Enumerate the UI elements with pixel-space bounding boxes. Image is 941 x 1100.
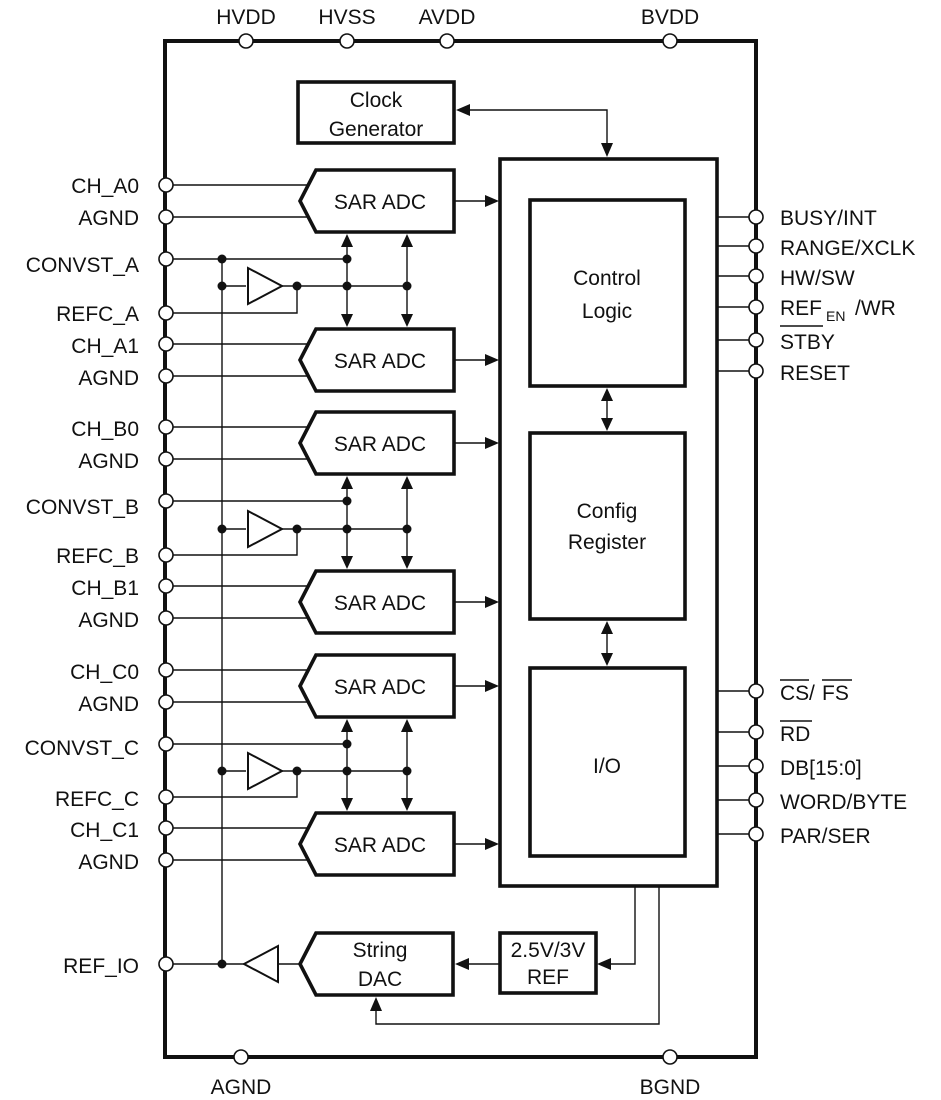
label-ref-en-wr: REF EN /WR: [780, 297, 896, 324]
label-db: DB[15:0]: [780, 757, 862, 780]
label-agnd-a0: AGND: [78, 207, 139, 230]
control-logic-line1: Control: [573, 267, 641, 290]
string-dac-line2: DAC: [358, 968, 402, 991]
label-ch-c0: CH_C0: [70, 661, 139, 684]
config-register-line1: Config: [577, 500, 638, 523]
right-pin-labels: BUSY/INT RANGE/XCLK HW/SW REF EN /WR STB…: [780, 207, 915, 848]
label-bgnd: BGND: [640, 1076, 701, 1099]
label-agnd-b1: AGND: [78, 609, 139, 632]
label-refc-a: REFC_A: [56, 303, 139, 326]
label-par-ser: PAR/SER: [780, 825, 871, 848]
left-pin-circles: [158, 177, 174, 972]
config-register-line2: Register: [568, 531, 646, 554]
config-register-block: Config Register: [528, 431, 687, 621]
label-hvss: HVSS: [318, 6, 375, 29]
clock-generator-line2: Generator: [329, 118, 424, 141]
label-agnd-a1: AGND: [78, 367, 139, 390]
pin-bgnd: [662, 1049, 678, 1065]
clock-link: [456, 104, 613, 157]
sar-adc-b1-label: SAR ADC: [334, 592, 426, 615]
control-logic-block: Control Logic: [528, 198, 687, 388]
buffer-b: [247, 509, 285, 549]
label-ch-c1: CH_C1: [70, 819, 139, 842]
pin-bvdd: [662, 33, 678, 49]
label-stby: STBY: [780, 331, 835, 354]
io-label: I/O: [593, 755, 621, 778]
svg-text:EN: EN: [826, 308, 845, 324]
right-pin-wires: [717, 216, 749, 835]
ref-block: 2.5V/3V REF: [498, 931, 598, 995]
svg-text:/WR: /WR: [855, 297, 896, 320]
buffer-c: [247, 751, 285, 791]
buffer-a: [247, 266, 285, 306]
junction-dots: [217, 254, 412, 969]
svg-text:FS: FS: [822, 682, 849, 705]
label-refc-b: REFC_B: [56, 545, 139, 568]
label-hvdd: HVDD: [216, 6, 276, 29]
label-ch-b0: CH_B0: [71, 418, 139, 441]
adc-pair-links: [341, 234, 413, 811]
sar-adc-c1-label: SAR ADC: [334, 834, 426, 857]
sar-adc-a1: SAR ADC: [297, 327, 456, 393]
internal-links: [601, 388, 613, 666]
clock-generator-line1: Clock: [350, 89, 403, 112]
pin-hvss: [339, 33, 355, 49]
svg-text:REF: REF: [780, 297, 822, 320]
label-bvdd: BVDD: [641, 6, 699, 29]
sar-adc-c0: SAR ADC: [297, 653, 456, 719]
pin-avdd: [439, 33, 455, 49]
adc-output-arrows: [454, 195, 499, 850]
sar-adc-a0: SAR ADC: [297, 168, 456, 234]
bottom-pins: AGND BGND: [211, 1049, 701, 1099]
label-busy-int: BUSY/INT: [780, 207, 877, 230]
label-avdd: AVDD: [419, 6, 476, 29]
sar-adc-b1: SAR ADC: [297, 569, 456, 635]
label-refc-c: REFC_C: [55, 788, 139, 811]
label-ch-a1: CH_A1: [71, 335, 139, 358]
label-ch-a0: CH_A0: [71, 175, 139, 198]
sar-adc-b0-label: SAR ADC: [334, 433, 426, 456]
label-reset: RESET: [780, 362, 850, 385]
label-convst-c: CONVST_C: [25, 737, 139, 760]
ref-line1: 2.5V/3V: [511, 939, 586, 962]
label-convst-a: CONVST_A: [26, 254, 139, 277]
label-rd: RD: [780, 720, 812, 746]
ref-buffers: [241, 266, 285, 984]
label-ch-b1: CH_B1: [71, 577, 139, 600]
sar-adc-c1: SAR ADC: [297, 811, 456, 877]
control-logic-line2: Logic: [582, 300, 632, 323]
label-hw-sw: HW/SW: [780, 267, 855, 290]
top-pins: HVDD HVSS AVDD BVDD: [216, 6, 699, 49]
pin-hvdd: [238, 33, 254, 49]
label-cs-fs: CS / FS: [780, 679, 852, 705]
label-word-byte: WORD/BYTE: [780, 791, 907, 814]
sar-adc-a1-label: SAR ADC: [334, 350, 426, 373]
sar-adc-b0: SAR ADC: [297, 410, 456, 476]
label-agnd-c0: AGND: [78, 693, 139, 716]
label-convst-b: CONVST_B: [26, 496, 139, 519]
ref-line2: REF: [527, 966, 569, 989]
label-range-xclk: RANGE/XCLK: [780, 237, 915, 260]
ref-dac-links: [370, 886, 660, 1025]
buffer-ref: [241, 944, 279, 984]
svg-text:CS: CS: [780, 682, 809, 705]
svg-text:RD: RD: [780, 723, 810, 746]
svg-text:/: /: [809, 682, 815, 705]
label-agnd-b0: AGND: [78, 450, 139, 473]
string-dac-block: String DAC: [297, 931, 455, 997]
string-dac-line1: String: [353, 939, 408, 962]
left-pin-labels: CH_A0 AGND CONVST_A REFC_A CH_A1 AGND CH…: [25, 175, 139, 978]
clock-generator-block: Clock Generator: [296, 80, 456, 145]
label-agnd-bottom: AGND: [211, 1076, 272, 1099]
sar-adc-c0-label: SAR ADC: [334, 676, 426, 699]
io-block: I/O: [528, 666, 687, 858]
pin-agnd-bottom: [233, 1049, 249, 1065]
right-pin-circles: [748, 209, 764, 842]
sar-adc-a0-label: SAR ADC: [334, 191, 426, 214]
label-ref-io: REF_IO: [63, 955, 139, 978]
label-agnd-c1: AGND: [78, 851, 139, 874]
